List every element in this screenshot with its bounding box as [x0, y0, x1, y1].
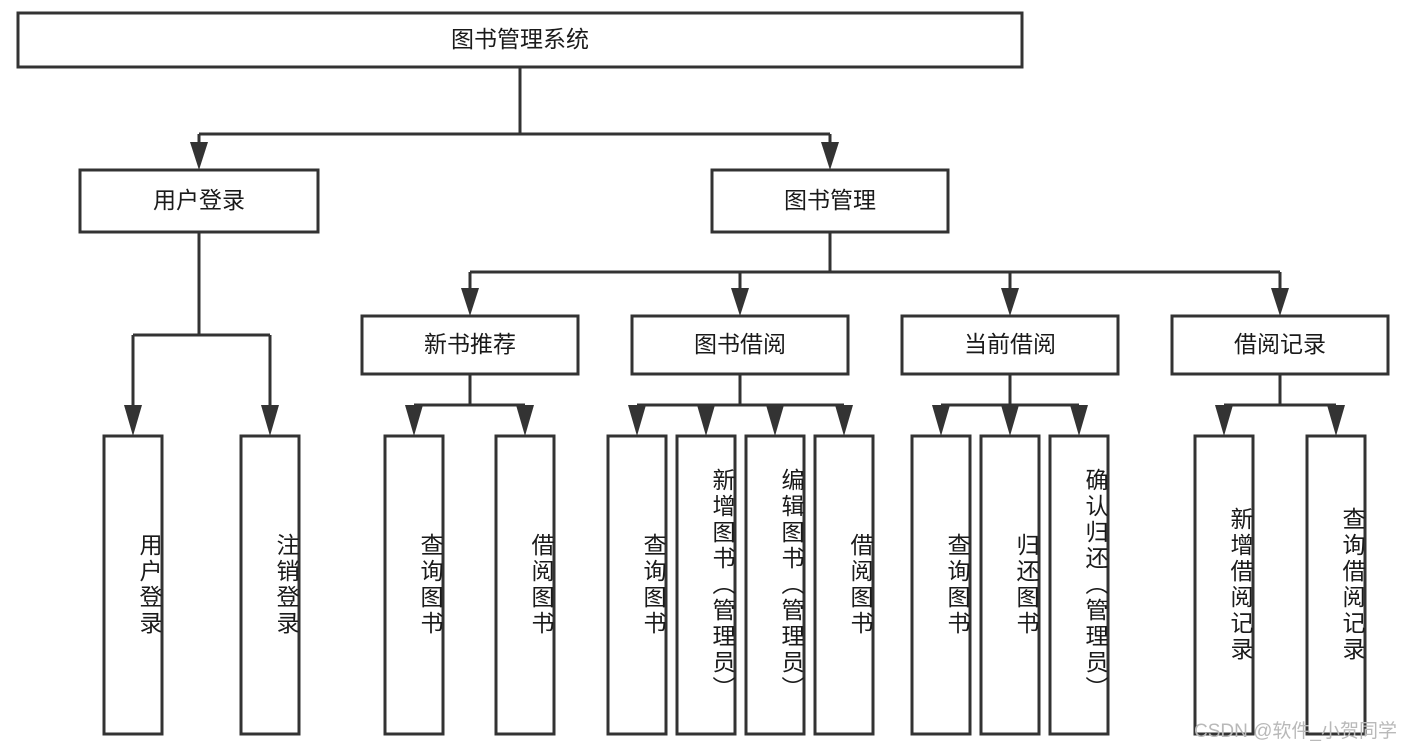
node-book-borrow-label: 图书借阅	[694, 331, 786, 357]
arrow-bm-to-book-borrow	[731, 288, 749, 316]
node-root-label: 图书管理系统	[451, 26, 589, 52]
node-leaf-query-book-2[interactable]	[606, 434, 668, 736]
node-user-login-label: 用户登录	[153, 187, 245, 213]
node-new-book-recommend-label: 新书推荐	[424, 331, 516, 357]
node-current-borrow[interactable]	[900, 314, 1120, 376]
arrow-bb-child-1	[628, 405, 646, 436]
node-leaf-edit-book[interactable]	[744, 434, 806, 736]
arrow-user-login-child-2	[261, 405, 279, 436]
node-root[interactable]	[16, 11, 1024, 69]
node-new-book-recommend[interactable]	[360, 314, 580, 376]
node-book-manage[interactable]	[710, 168, 950, 234]
arrow-root-to-user-login	[190, 142, 208, 170]
connector-group-book-borrow	[628, 374, 853, 436]
watermark-text: CSDN @软件_小贺同学	[1194, 721, 1397, 742]
arrow-root-to-book-manage	[821, 142, 839, 170]
connector-group-user-login	[124, 232, 279, 436]
arrow-user-login-child-1	[124, 405, 142, 436]
node-leaf-borrow-book-1[interactable]	[494, 434, 556, 736]
arrow-bm-to-current-borrow	[1001, 288, 1019, 316]
node-leaf-user-login[interactable]	[102, 434, 164, 736]
node-borrow-record[interactable]	[1170, 314, 1390, 376]
arrow-nbr-child-1	[405, 405, 423, 436]
arrow-bb-child-4	[835, 405, 853, 436]
node-leaf-query-record[interactable]	[1305, 434, 1367, 736]
node-leaf-confirm-return[interactable]	[1048, 434, 1110, 736]
arrow-bm-to-new-book-recommend	[461, 288, 479, 316]
connector-group-root	[190, 67, 839, 170]
node-leaf-borrow-book-2[interactable]	[813, 434, 875, 736]
arrow-cb-child-1	[932, 405, 950, 436]
arrow-bb-child-3	[766, 405, 784, 436]
arrow-cb-child-2	[1001, 405, 1019, 436]
arrow-bm-to-borrow-record	[1271, 288, 1289, 316]
node-leaf-query-book-1[interactable]	[383, 434, 445, 736]
arrow-cb-child-3	[1070, 405, 1088, 436]
node-book-manage-label: 图书管理	[784, 187, 876, 213]
node-book-borrow[interactable]	[630, 314, 850, 376]
node-leaf-user-logout[interactable]	[239, 434, 301, 736]
arrow-nbr-child-2	[516, 405, 534, 436]
arrow-br-child-1	[1215, 405, 1233, 436]
node-user-login[interactable]	[78, 168, 320, 234]
node-leaf-add-book[interactable]	[675, 434, 737, 736]
node-current-borrow-label: 当前借阅	[964, 331, 1056, 357]
arrow-br-child-2	[1327, 405, 1345, 436]
node-leaf-add-record[interactable]	[1193, 434, 1255, 736]
node-borrow-record-label: 借阅记录	[1234, 331, 1326, 357]
connector-group-current-borrow	[932, 374, 1088, 436]
arrow-bb-child-2	[697, 405, 715, 436]
connector-group-new-book-recommend	[405, 374, 534, 436]
connector-group-book-manage	[461, 232, 1289, 316]
node-leaf-return-book[interactable]	[979, 434, 1041, 736]
connector-group-borrow-record	[1215, 374, 1345, 436]
node-leaf-query-book-3[interactable]	[910, 434, 972, 736]
